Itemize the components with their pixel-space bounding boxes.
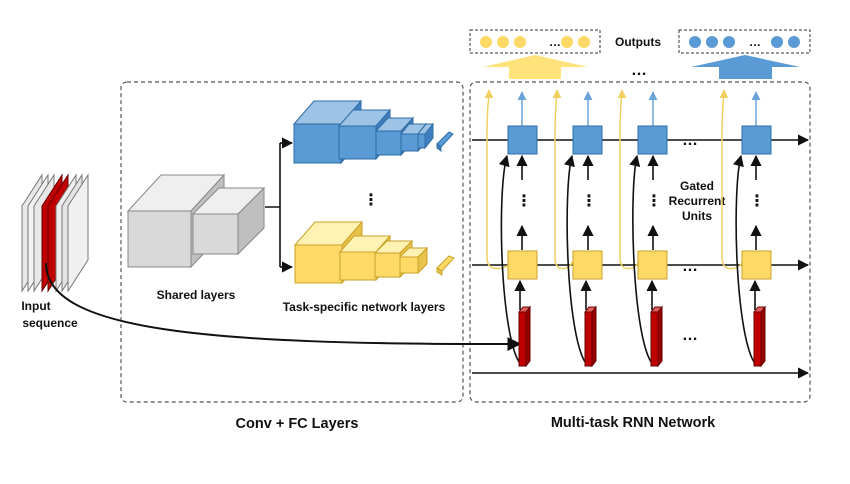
yellow-gru-unit	[507, 250, 538, 280]
yellow-outputs-box: …	[469, 29, 601, 54]
rnn-column-3: ⋮	[617, 89, 668, 368]
conv-fc-title: Conv + FC Layers	[236, 416, 359, 432]
task-layers-vertical-ellipsis: ⋮	[363, 192, 379, 209]
yellow-row-ellipsis: …	[682, 258, 698, 275]
yellow-gru-unit	[637, 250, 668, 280]
blue-task-layers	[292, 99, 454, 165]
output-dot-icon	[771, 36, 783, 48]
output-dot-icon	[706, 36, 718, 48]
red-feature-bar	[650, 311, 659, 367]
red-feature-bar	[753, 311, 762, 367]
blue-gru-unit	[637, 125, 668, 155]
input-label-line1: Input	[21, 299, 50, 313]
yellow-gru-unit	[572, 250, 603, 280]
output-dot-icon	[689, 36, 701, 48]
rnn-group-box	[469, 81, 811, 403]
gru-label-line3: Units	[682, 209, 712, 223]
rnn-column-2: ⋮	[552, 89, 603, 368]
outputs-label: Outputs	[615, 35, 661, 49]
rnn-column-1: ⋮	[484, 89, 538, 368]
shared-layers-label: Shared layers	[157, 288, 236, 302]
blue-output-ellipsis: …	[749, 35, 761, 49]
yellow-gru-unit	[741, 250, 772, 280]
conv-fc-group-box	[120, 81, 464, 403]
yellow-big-arrow	[483, 55, 588, 79]
blue-big-arrow	[691, 55, 800, 79]
rnn-column-4: ⋮	[719, 89, 772, 368]
input-frames-icon	[21, 173, 89, 293]
col2-vdots: ⋮	[581, 193, 597, 210]
branch-connector	[265, 143, 281, 267]
blue-outputs-box: …	[678, 29, 811, 54]
output-dot-icon	[561, 36, 573, 48]
blue-gru-unit	[572, 125, 603, 155]
input-label-line2: sequence	[22, 316, 78, 330]
input-to-rnn-arrow	[45, 262, 522, 352]
shared-layers-cubes	[126, 173, 266, 269]
output-dot-icon	[578, 36, 590, 48]
output-dot-icon	[723, 36, 735, 48]
col4-vdots: ⋮	[749, 193, 765, 210]
red-row-ellipsis: …	[682, 327, 698, 344]
blue-gru-unit	[741, 125, 772, 155]
rnn-title: Multi-task RNN Network	[551, 415, 716, 431]
red-feature-bar	[518, 311, 527, 367]
yellow-output-ellipsis: …	[549, 35, 561, 49]
col1-vdots: ⋮	[516, 193, 532, 210]
gru-label-line2: Recurrent	[669, 194, 726, 208]
blue-gru-unit	[507, 125, 538, 155]
output-dot-icon	[497, 36, 509, 48]
task-layers-label: Task-specific network layers	[283, 300, 446, 314]
col3-vdots: ⋮	[646, 193, 662, 210]
gru-label-line1: Gated	[680, 179, 714, 193]
outputs-ellipsis: …	[631, 62, 647, 79]
output-dot-icon	[514, 36, 526, 48]
output-dot-icon	[788, 36, 800, 48]
yellow-task-layers	[293, 220, 455, 285]
blue-row-ellipsis: …	[682, 132, 698, 149]
red-feature-bar	[584, 311, 593, 367]
output-dot-icon	[480, 36, 492, 48]
